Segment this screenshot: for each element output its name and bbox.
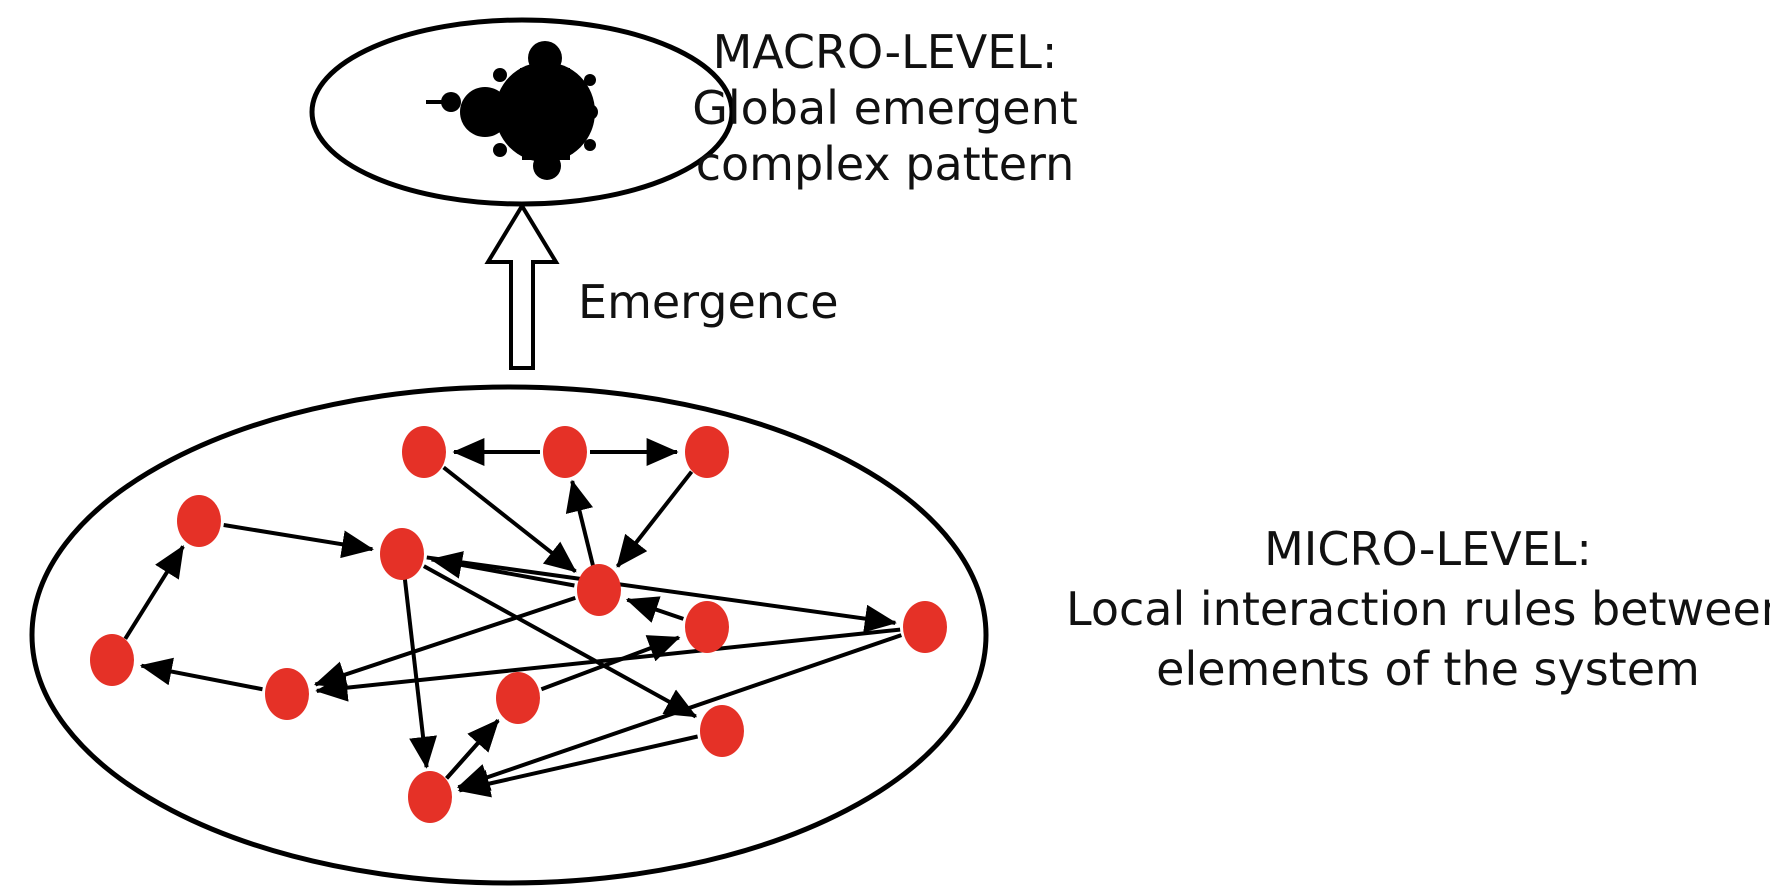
macro-level: MACRO-LEVEL: Global emergent complex pat… bbox=[309, 17, 1078, 207]
macro-title: MACRO-LEVEL: bbox=[713, 25, 1058, 79]
network-edge-l-to-n bbox=[457, 734, 699, 798]
network-node-a bbox=[402, 426, 446, 478]
network-node-k bbox=[408, 771, 452, 823]
network-edge-h-to-j bbox=[540, 635, 681, 692]
micro-line-2: elements of the system bbox=[1156, 642, 1700, 696]
network-edge-i-to-f bbox=[139, 657, 263, 692]
network-edge-a-to-g bbox=[442, 465, 577, 573]
network-node-d bbox=[177, 495, 221, 547]
micro-title: MICRO-LEVEL: bbox=[1264, 522, 1592, 576]
network-node-b bbox=[543, 426, 587, 478]
network-nodes bbox=[90, 426, 947, 823]
network-edge-m-to-k bbox=[456, 633, 903, 791]
network-edges bbox=[123, 438, 903, 798]
network-node-g bbox=[577, 564, 621, 616]
micro-level: MICRO-LEVEL: Local interaction rules bet… bbox=[29, 384, 1770, 886]
network-edge-m-to-i bbox=[315, 627, 901, 702]
network-edge-e-to-l bbox=[422, 564, 698, 719]
emergence-label: Emergence bbox=[578, 275, 839, 329]
network-node-j bbox=[685, 601, 729, 653]
hollow-up-arrow-icon bbox=[484, 202, 560, 370]
network-node-i bbox=[265, 668, 309, 720]
mandelbrot-fractal-icon bbox=[426, 41, 598, 180]
network-edge-f-to-d bbox=[123, 545, 185, 640]
network-node-f bbox=[90, 634, 134, 686]
network-edge-j-to-g bbox=[625, 596, 684, 623]
network-edge-g-to-i bbox=[313, 596, 576, 689]
network-edge-c-to-g bbox=[615, 470, 694, 568]
macro-line-1: Global emergent bbox=[692, 81, 1078, 135]
emergence-group: Emergence bbox=[484, 202, 839, 370]
micro-ellipse bbox=[29, 384, 989, 886]
network-edge-g-to-b bbox=[565, 479, 595, 567]
network-node-c bbox=[685, 426, 729, 478]
network-node-h bbox=[496, 672, 540, 724]
network-edge-e-to-k bbox=[402, 578, 437, 769]
network-edge-n-to-h bbox=[445, 719, 500, 780]
network-node-e bbox=[380, 528, 424, 580]
micro-line-1: Local interaction rules between bbox=[1066, 582, 1770, 636]
network-edge-e-to-m bbox=[426, 555, 897, 633]
network-edge-g-to-e bbox=[429, 551, 575, 588]
network-node-l bbox=[700, 705, 744, 757]
network-node-m bbox=[903, 601, 947, 653]
network-edge-d-to-e bbox=[223, 523, 374, 559]
macro-line-2: complex pattern bbox=[696, 137, 1075, 191]
